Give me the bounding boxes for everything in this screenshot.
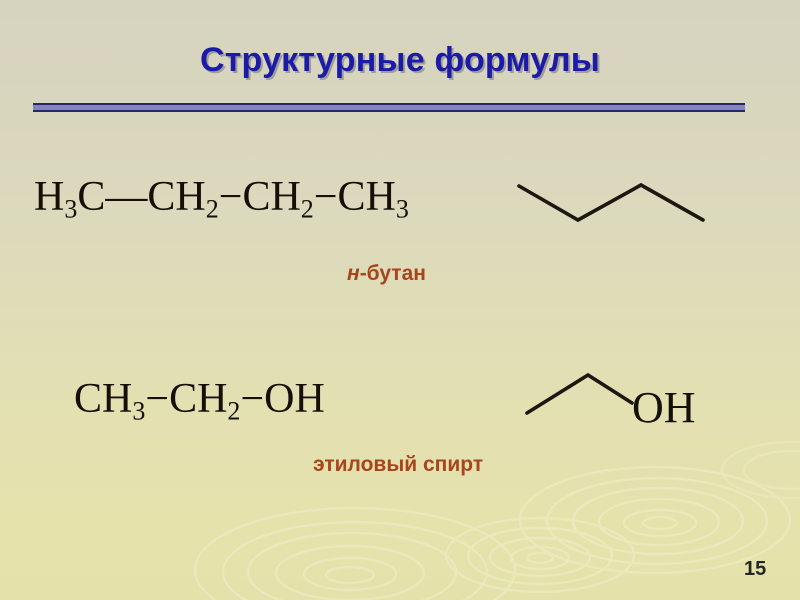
formula-butane-s3: 2 — [300, 194, 314, 224]
formula-ethanol-s2: 2 — [227, 396, 241, 426]
formula-ethanol-g2: CH — [169, 376, 228, 422]
title-divider — [33, 103, 745, 112]
divider-line-top — [33, 103, 745, 105]
page-number: 15 — [744, 558, 767, 580]
formula-butane-bond1: — — [105, 174, 148, 220]
ethanol-peak-path — [525, 372, 634, 415]
caption-ethanol: этиловый спирт — [313, 453, 484, 476]
formula-butane-s2: 2 — [205, 194, 219, 224]
caption-butane-prefix: н — [347, 262, 360, 285]
divider-line-bottom — [33, 110, 745, 112]
formula-butane-bond3: − — [313, 174, 338, 220]
hydroxyl-label: OH — [632, 383, 696, 432]
formula-ethanol-bond1: − — [145, 376, 170, 422]
caption-butane-name: -бутан — [359, 262, 426, 285]
caption-butane: н-бутан — [347, 262, 426, 286]
slide-title: Структурные формулы — [199, 41, 601, 79]
formula-butane-g1: H — [34, 174, 65, 220]
formula-butane-bond2: − — [218, 174, 243, 220]
divider-line-middle — [33, 105, 745, 110]
formula-ethanol-g1: CH — [74, 376, 133, 422]
formula-ethanol: CH3−CH2−OH — [74, 376, 325, 424]
formula-butane-g4: CH — [242, 174, 301, 220]
formula-butane-s1: 3 — [64, 194, 78, 224]
butane-zigzag-icon — [517, 182, 705, 223]
butane-zigzag-path — [517, 182, 705, 223]
formula-butane-s4: 3 — [395, 194, 409, 224]
formula-ethanol-s1: 3 — [132, 396, 146, 426]
formula-ethanol-bond2: − — [240, 376, 265, 422]
ethanol-peak-icon — [525, 372, 634, 415]
formula-butane-g5: CH — [337, 174, 396, 220]
formula-ethanol-g3: OH — [264, 376, 325, 422]
formula-butane-g3: CH — [147, 174, 206, 220]
formula-butane-g2: C — [77, 174, 106, 220]
formula-butane: H3C—CH2−CH2−CH3 — [34, 174, 409, 222]
